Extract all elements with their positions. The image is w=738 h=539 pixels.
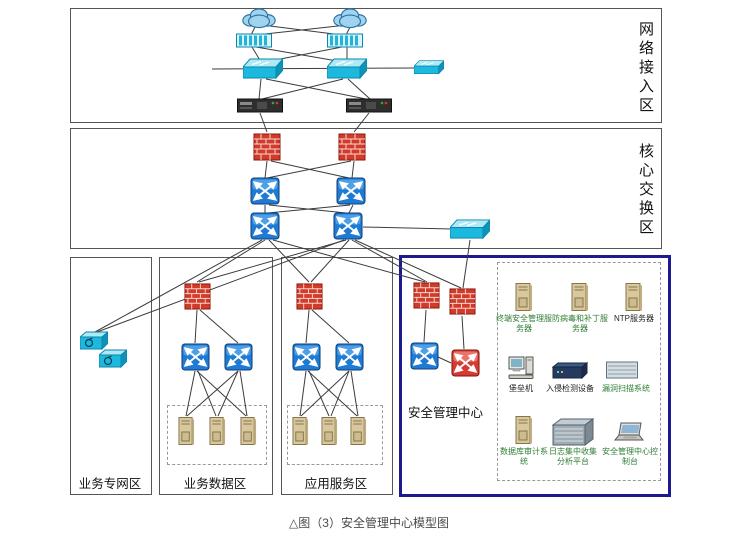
optical-transport-icon xyxy=(327,33,363,48)
internet-cloud-icon xyxy=(240,6,278,29)
zone-label-business-private: 业务专网区 xyxy=(78,477,142,491)
ntp-server-icon xyxy=(625,282,643,312)
item-label: 堡垒机 xyxy=(509,384,533,393)
firewall-icon xyxy=(253,132,281,161)
zone-core-switching xyxy=(70,128,662,249)
zone-label-network-access: 网络接入区 xyxy=(638,21,654,114)
switch-icon xyxy=(224,343,253,371)
firewall-icon xyxy=(413,281,440,309)
item-label: 终端安全管理服务器 xyxy=(496,314,552,333)
vuln-scanner-icon xyxy=(606,361,638,379)
terminal-security-server-icon xyxy=(515,282,533,312)
firewall-icon xyxy=(338,132,366,161)
switch-icon xyxy=(335,343,364,371)
ips-switch-icon xyxy=(451,349,480,377)
rack-server-icon xyxy=(237,98,283,113)
core-switch-icon xyxy=(250,177,280,205)
access-switch-icon xyxy=(327,58,367,80)
switch-icon xyxy=(181,343,210,371)
server-tower-icon xyxy=(178,416,195,446)
optical-transport-icon xyxy=(236,33,272,48)
item-label: NTP服务器 xyxy=(614,314,654,323)
console-laptop-icon xyxy=(612,422,646,444)
security-tools-group xyxy=(497,262,661,481)
router-icon xyxy=(99,349,127,368)
item-label: 数据库审计系统 xyxy=(500,447,548,466)
firewall-icon xyxy=(296,282,323,310)
core-switch-icon xyxy=(250,212,280,240)
zone-label-core-switching: 核心交换区 xyxy=(638,143,654,236)
item-label: 入侵检测设备 xyxy=(546,384,594,393)
server-tower-icon xyxy=(321,416,338,446)
server-tower-icon xyxy=(209,416,226,446)
db-audit-server-icon xyxy=(515,415,533,445)
zone-business-private xyxy=(70,257,152,495)
core-switch-icon xyxy=(333,212,363,240)
server-tower-icon xyxy=(240,416,257,446)
figure-caption: △图（3）安全管理中心模型图 xyxy=(289,516,449,530)
switch-icon xyxy=(410,342,439,370)
item-label: 日志集中收集分析平台 xyxy=(549,447,597,466)
item-label: 漏洞扫描系统 xyxy=(602,384,650,393)
access-switch-icon xyxy=(243,58,283,80)
switch-icon xyxy=(292,343,321,371)
edge-switch-icon xyxy=(450,219,490,240)
zone-security-center xyxy=(399,255,671,497)
antivirus-patch-server-icon xyxy=(571,282,589,312)
bastion-host-icon xyxy=(508,356,534,380)
server-tower-icon xyxy=(292,416,309,446)
firewall-icon xyxy=(449,287,476,315)
router-icon xyxy=(80,331,108,350)
core-switch-icon xyxy=(336,177,366,205)
rack-server-icon xyxy=(346,98,392,113)
item-label: 安全管理中心控制台 xyxy=(602,447,658,466)
internet-cloud-icon xyxy=(331,6,369,29)
server-tower-icon xyxy=(350,416,367,446)
zone-label-app-service: 应用服务区 xyxy=(304,477,368,491)
zone-label-business-data: 业务数据区 xyxy=(183,477,247,491)
item-label: 防病毒和补丁服务器 xyxy=(552,314,608,333)
small-hub-icon xyxy=(414,60,444,75)
firewall-icon xyxy=(184,282,211,310)
ids-device-icon xyxy=(552,362,588,379)
zone-label-security-center: 安全管理中心 xyxy=(408,406,484,420)
log-platform-icon xyxy=(552,418,594,446)
